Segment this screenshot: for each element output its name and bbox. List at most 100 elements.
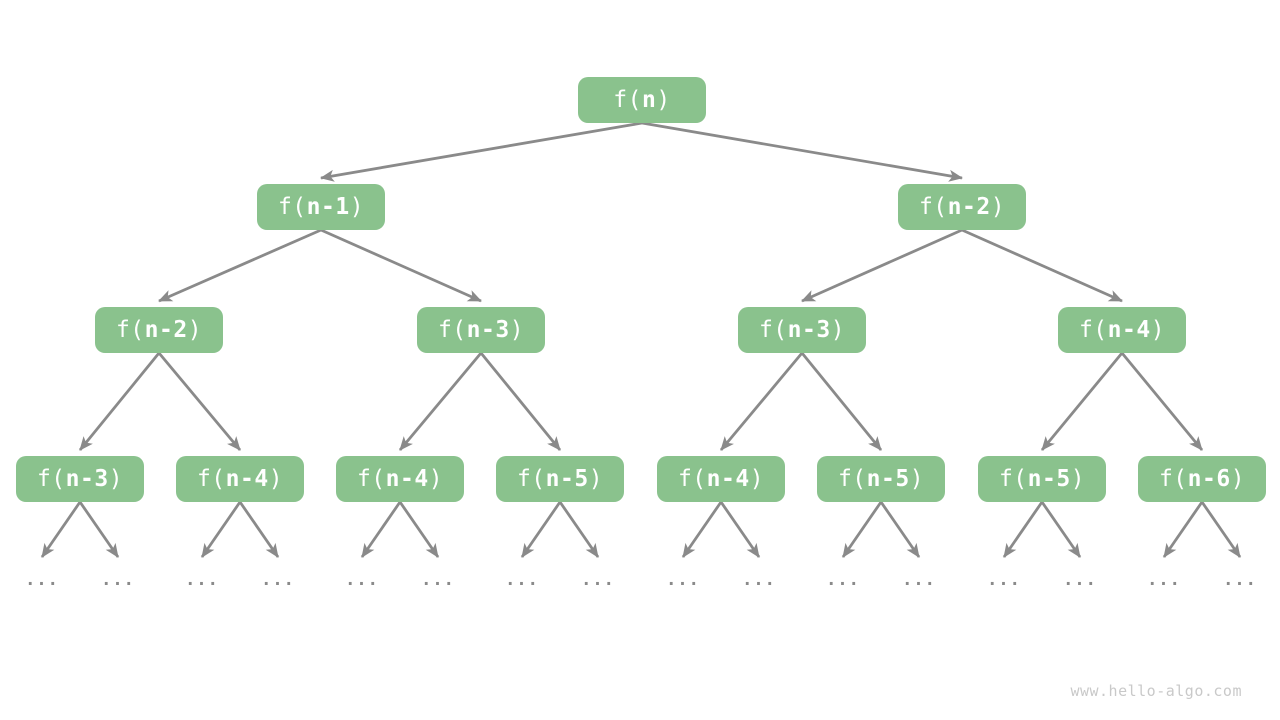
ellipsis-leaf: ... bbox=[987, 570, 1021, 590]
node-label-post: ) bbox=[1230, 465, 1246, 492]
node-label-arg: n-6 bbox=[1187, 465, 1231, 492]
node-label-post: ) bbox=[990, 193, 1006, 220]
edge-arrow bbox=[520, 501, 562, 558]
edge-arrow bbox=[558, 501, 600, 558]
tree-node-d5: f(n-4) bbox=[657, 456, 785, 502]
tree-node-c3: f(n-3) bbox=[738, 307, 866, 353]
node-label-pre: f( bbox=[677, 465, 707, 492]
edge-arrow bbox=[1200, 501, 1242, 558]
tree-node-c2: f(n-3) bbox=[417, 307, 545, 353]
node-label-post: ) bbox=[268, 465, 284, 492]
tree-node-b1: f(n-1) bbox=[257, 184, 385, 230]
edge-arrow bbox=[78, 501, 120, 558]
node-label-arg: n bbox=[641, 86, 657, 113]
ellipsis-leaf: ... bbox=[826, 570, 860, 590]
ellipsis-leaf: ... bbox=[902, 570, 936, 590]
edge-arrow bbox=[1040, 352, 1124, 451]
tree-node-d6: f(n-5) bbox=[817, 456, 945, 502]
node-label-post: ) bbox=[108, 465, 124, 492]
node-label-post: ) bbox=[187, 316, 203, 343]
node-label-arg: n-2 bbox=[947, 193, 991, 220]
tree-node-c4: f(n-4) bbox=[1058, 307, 1186, 353]
tree-node-d4: f(n-5) bbox=[496, 456, 624, 502]
node-label-pre: f( bbox=[758, 316, 788, 343]
tree-node-d1: f(n-3) bbox=[16, 456, 144, 502]
edge-arrow bbox=[200, 501, 242, 558]
tree-node-d3: f(n-4) bbox=[336, 456, 464, 502]
ellipsis-leaf: ... bbox=[345, 570, 379, 590]
ellipsis-leaf: ... bbox=[1063, 570, 1097, 590]
edge-arrow bbox=[1040, 501, 1082, 558]
watermark: www.hello-algo.com bbox=[1070, 682, 1242, 700]
node-label-arg: n-5 bbox=[866, 465, 910, 492]
node-label-arg: n-2 bbox=[144, 316, 188, 343]
edge-arrow bbox=[398, 501, 440, 558]
ellipsis-leaf: ... bbox=[421, 570, 455, 590]
node-label-arg: n-3 bbox=[466, 316, 510, 343]
node-label-pre: f( bbox=[837, 465, 867, 492]
node-label-pre: f( bbox=[115, 316, 145, 343]
tree-node-root: f(n) bbox=[578, 77, 706, 123]
edge-arrow bbox=[78, 352, 161, 451]
ellipsis-leaf: ... bbox=[25, 570, 59, 590]
ellipsis-leaf: ... bbox=[505, 570, 539, 590]
node-label-pre: f( bbox=[196, 465, 226, 492]
node-label-pre: f( bbox=[277, 193, 307, 220]
edge-arrow bbox=[320, 121, 643, 182]
ellipsis-leaf: ... bbox=[185, 570, 219, 590]
node-label-post: ) bbox=[656, 86, 671, 113]
tree-node-b2: f(n-2) bbox=[898, 184, 1026, 230]
ellipsis-leaf: ... bbox=[1147, 570, 1181, 590]
ellipsis-leaf: ... bbox=[742, 570, 776, 590]
ellipsis-leaf: ... bbox=[1223, 570, 1257, 590]
node-label-post: ) bbox=[588, 465, 604, 492]
node-label-arg: n-3 bbox=[65, 465, 109, 492]
node-label-post: ) bbox=[830, 316, 846, 343]
ellipsis-leaf: ... bbox=[666, 570, 700, 590]
node-label-arg: n-5 bbox=[545, 465, 589, 492]
node-label-pre: f( bbox=[437, 316, 467, 343]
tree-node-d2: f(n-4) bbox=[176, 456, 304, 502]
node-label-pre: f( bbox=[613, 86, 642, 113]
edge-arrow bbox=[801, 228, 963, 303]
tree-node-d8: f(n-6) bbox=[1138, 456, 1266, 502]
ellipsis-leaf: ... bbox=[581, 570, 615, 590]
node-label-arg: n-1 bbox=[306, 193, 350, 220]
node-label-pre: f( bbox=[356, 465, 386, 492]
edge-arrow bbox=[1002, 501, 1044, 558]
edge-arrow bbox=[681, 501, 723, 558]
node-label-pre: f( bbox=[998, 465, 1028, 492]
edge-arrow bbox=[320, 228, 482, 303]
node-label-post: ) bbox=[428, 465, 444, 492]
node-label-arg: n-5 bbox=[1027, 465, 1071, 492]
edge-arrow bbox=[800, 352, 883, 451]
edge-arrow bbox=[719, 501, 761, 558]
node-label-pre: f( bbox=[1158, 465, 1188, 492]
edge-arrow bbox=[360, 501, 402, 558]
node-label-pre: f( bbox=[36, 465, 66, 492]
node-label-arg: n-4 bbox=[225, 465, 269, 492]
edge-arrow bbox=[238, 501, 280, 558]
edge-arrow bbox=[479, 352, 562, 451]
node-label-post: ) bbox=[1150, 316, 1166, 343]
edge-arrow bbox=[1162, 501, 1204, 558]
node-label-post: ) bbox=[509, 316, 525, 343]
edge-arrow bbox=[641, 121, 963, 182]
node-label-post: ) bbox=[909, 465, 925, 492]
edge-arrow bbox=[879, 501, 921, 558]
edge-arrow bbox=[158, 228, 322, 303]
ellipsis-leaf: ... bbox=[261, 570, 295, 590]
node-label-post: ) bbox=[349, 193, 365, 220]
ellipsis-leaf: ... bbox=[101, 570, 135, 590]
node-label-post: ) bbox=[1070, 465, 1086, 492]
edge-arrow bbox=[961, 228, 1123, 303]
edge-arrow bbox=[40, 501, 82, 558]
edge-arrow bbox=[719, 352, 804, 451]
node-label-pre: f( bbox=[516, 465, 546, 492]
node-label-pre: f( bbox=[918, 193, 948, 220]
node-label-arg: n-3 bbox=[787, 316, 831, 343]
tree-node-d7: f(n-5) bbox=[978, 456, 1106, 502]
node-label-pre: f( bbox=[1078, 316, 1108, 343]
